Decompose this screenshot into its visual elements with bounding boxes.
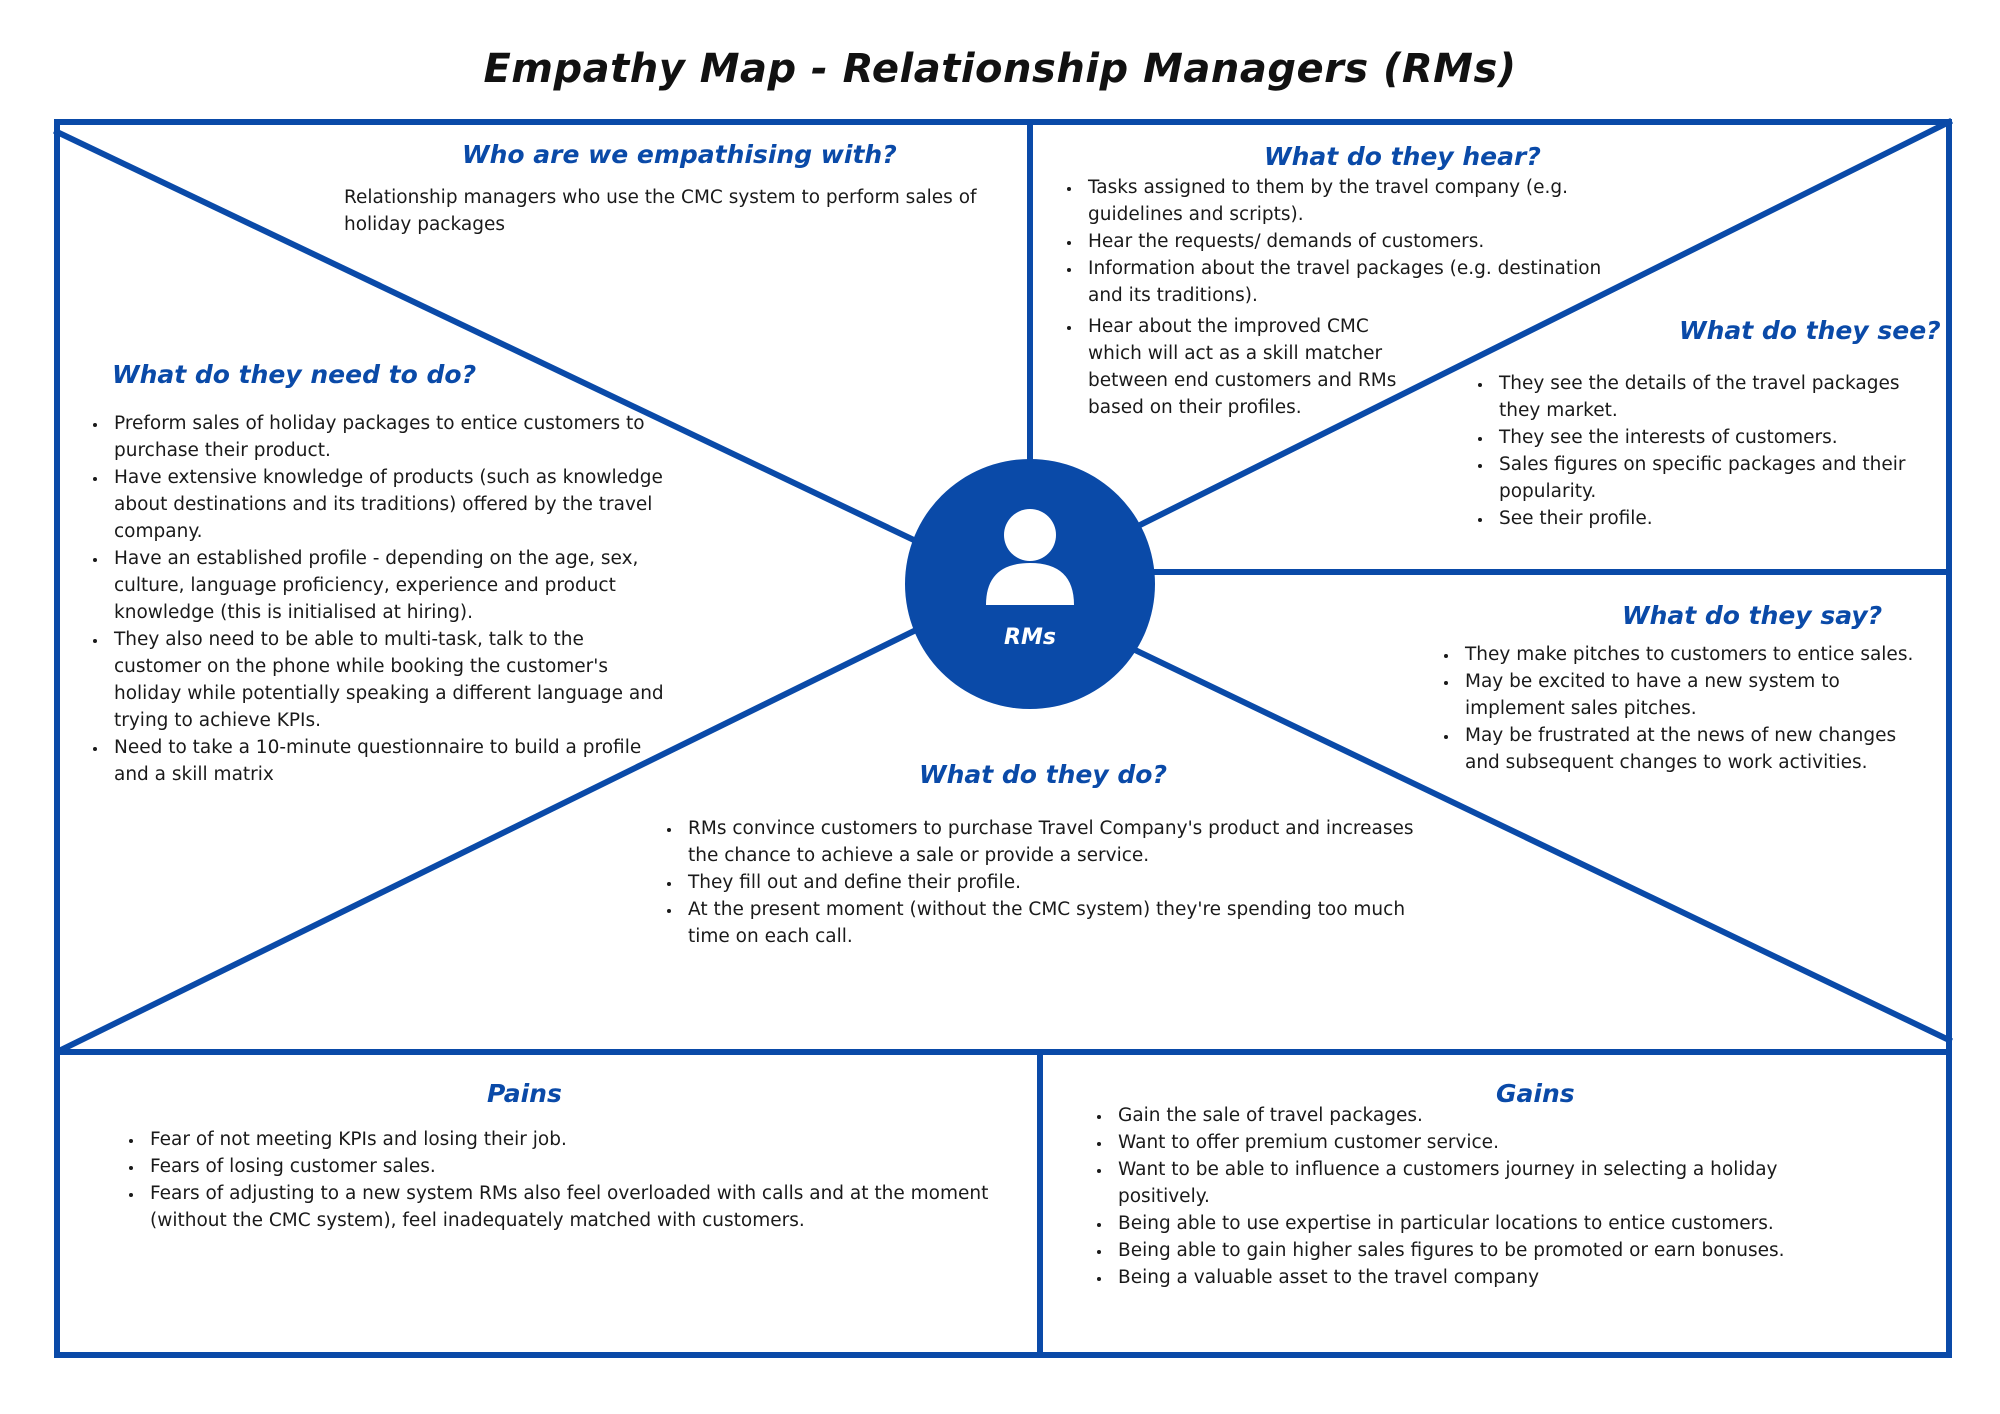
see-item: They see the interests of customers. (1493, 424, 1919, 451)
hear-item: Hear the requests/ demands of customers. (1082, 228, 1608, 255)
gains-item: Being a valuable asset to the travel com… (1112, 1264, 1838, 1291)
see-item: They see the details of the travel packa… (1493, 370, 1919, 424)
page-title: Empathy Map - Relationship Managers (RMs… (483, 46, 1517, 92)
heading-who: Who are we empathising with? (462, 140, 897, 169)
diagonal-bottom-right (1130, 645, 1954, 1045)
gains-list: Gain the sale of travel packages. Want t… (1082, 1102, 1838, 1291)
gains-item: Being able to use expertise in particula… (1112, 1210, 1838, 1237)
do-list: RMs convince customers to purchase Trave… (652, 815, 1448, 950)
need-item: Need to take a 10-minute questionnaire t… (108, 734, 674, 788)
hear-item: Hear about the improved CMC which will a… (1082, 313, 1428, 421)
heading-need: What do they need to do? (112, 360, 477, 389)
outer-frame (54, 119, 1952, 1358)
do-item: At the present moment (without the CMC s… (682, 896, 1448, 950)
diagonal-top-left (53, 128, 920, 545)
need-list: Preform sales of holiday packages to ent… (78, 410, 674, 788)
need-item: Preform sales of holiday packages to ent… (108, 410, 674, 464)
diagonal-bottom-left (58, 625, 921, 1054)
gains-item: Want to be able to influence a customers… (1112, 1156, 1838, 1210)
say-item: May be frustrated at the news of new cha… (1459, 722, 1935, 776)
heading-do: What do they do? (919, 760, 1167, 789)
need-item: Have an established profile - depending … (108, 545, 674, 626)
gains-item: Being able to gain higher sales figures … (1112, 1237, 1838, 1264)
see-item: Sales figures on specific packages and t… (1493, 451, 1919, 505)
pains-item: Fears of losing customer sales. (144, 1153, 1010, 1180)
gains-item: Gain the sale of travel packages. (1112, 1102, 1838, 1129)
hear-list: Tasks assigned to them by the travel com… (1052, 174, 1608, 421)
pains-list: Fear of not meeting KPIs and losing thei… (114, 1126, 1010, 1234)
say-item: They make pitches to customers to entice… (1459, 641, 1935, 668)
heading-pains: Pains (487, 1079, 562, 1108)
gains-item: Want to offer premium customer service. (1112, 1129, 1838, 1156)
diagonal-top-right (1135, 117, 1954, 530)
see-item: See their profile. (1493, 505, 1919, 532)
pains-item: Fear of not meeting KPIs and losing thei… (144, 1126, 1010, 1153)
do-item: They fill out and define their profile. (682, 869, 1448, 896)
heading-hear: What do they hear? (1264, 142, 1541, 171)
person-icon (986, 509, 1074, 605)
do-item: RMs convince customers to purchase Trave… (682, 815, 1448, 869)
say-list: They make pitches to customers to entice… (1429, 641, 1935, 776)
say-item: May be excited to have a new system to i… (1459, 668, 1935, 722)
heading-gains: Gains (1496, 1079, 1575, 1108)
pains-item: Fears of adjusting to a new system RMs a… (144, 1180, 1010, 1234)
hear-item: Information about the travel packages (e… (1082, 255, 1608, 309)
center-persona: RMs (905, 459, 1155, 709)
who-text: Relationship managers who use the CMC sy… (344, 187, 977, 235)
center-label: RMs (1004, 625, 1056, 650)
see-list: They see the details of the travel packa… (1463, 370, 1919, 532)
need-item: They also need to be able to multi-task,… (108, 626, 674, 734)
need-item: Have extensive knowledge of products (su… (108, 464, 674, 545)
heading-say: What do they say? (1622, 601, 1883, 630)
hear-item: Tasks assigned to them by the travel com… (1082, 174, 1608, 228)
heading-see: What do they see? (1679, 316, 1941, 345)
